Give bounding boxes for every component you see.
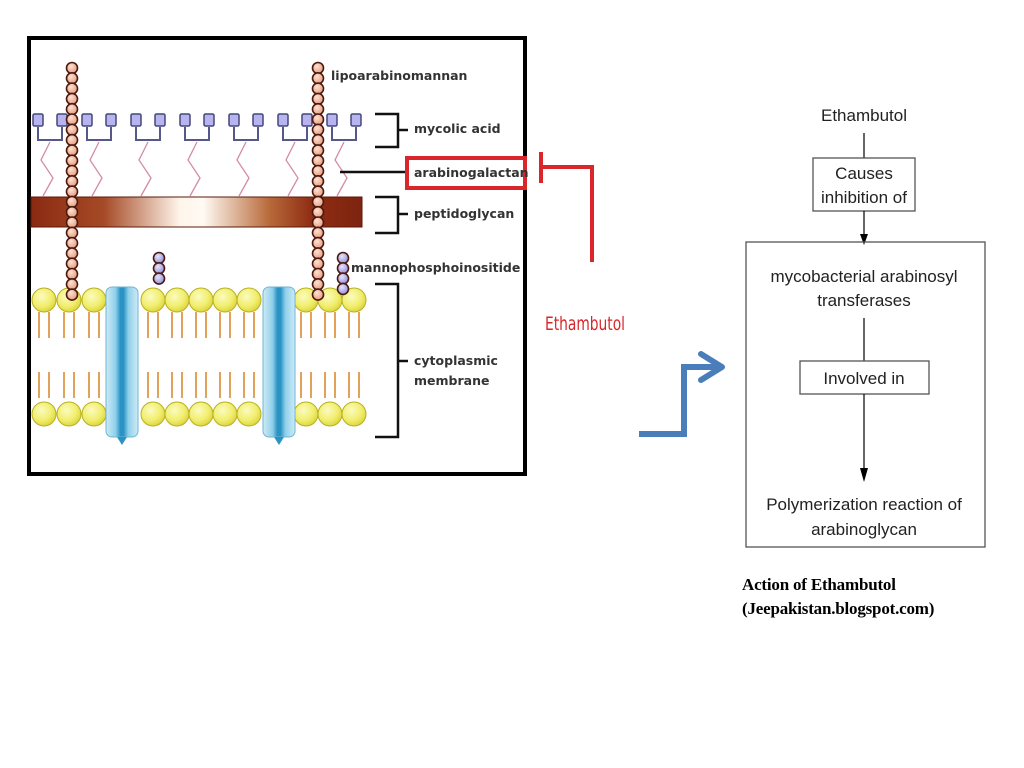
lipid-head [81, 287, 107, 313]
label-lipoarabinomannan: lipoarabinomannan [331, 68, 467, 83]
lipid-head [212, 401, 238, 427]
flow-target-line1: mycobacterial arabinosyl [770, 267, 957, 286]
inhibition-line [541, 165, 594, 262]
arabinogalactan-chain [334, 141, 348, 197]
mycolic-acid-unit [32, 113, 68, 141]
cell-wall-diagram: lipoarabinomannan mycolic acid arabinoga… [27, 36, 529, 476]
lipid-head [188, 401, 214, 427]
arabinogalactan-layer [40, 141, 348, 197]
membrane-protein-channel [262, 286, 296, 445]
lipoarabinomannan-chain [65, 61, 79, 301]
flow-involved-in: Involved in [823, 369, 904, 388]
arabinogalactan-chain [138, 141, 152, 197]
label-brackets [340, 112, 408, 439]
lipid-head [236, 287, 262, 313]
flow-causes-line2: inhibition of [821, 188, 907, 207]
lipid-head [341, 401, 367, 427]
peptidoglycan-layer [30, 196, 363, 228]
label-membrane: membrane [414, 373, 489, 388]
flow-box-causes-inhibition [812, 157, 916, 212]
mycolic-acid-unit [81, 113, 117, 141]
arrowhead-icon [860, 468, 868, 482]
lipid-head [164, 401, 190, 427]
label-peptidoglycan: peptidoglycan [414, 206, 514, 221]
lipid-head [188, 287, 214, 313]
lipoarabinomannan-chains [65, 61, 350, 301]
flow-start-ethambutol: Ethambutol [821, 106, 907, 125]
mechanism-flowchart: Ethambutol Causes inhibition of mycobact… [745, 106, 986, 548]
label-cytoplasmic: cytoplasmic [414, 353, 498, 368]
mycolic-acid-unit [228, 113, 264, 141]
mannophosphoinositide-chain [336, 251, 350, 296]
mycolic-acid-unit [179, 113, 215, 141]
lipid-head [81, 401, 107, 427]
arabinogalactan-chain [89, 141, 103, 197]
arabinogalactan-chain [187, 141, 201, 197]
caption-source: (Jeepakistan.blogspot.com) [742, 599, 935, 618]
lipid-head [140, 287, 166, 313]
lipid-head [212, 287, 238, 313]
flow-causes-line1: Causes [835, 164, 893, 183]
arrowhead-icon [860, 234, 868, 245]
mycolic-acid-unit [326, 113, 362, 141]
mycolic-acid-layer [32, 113, 362, 141]
arabinogalactan-highlight-box [405, 156, 527, 190]
lipid-head [317, 401, 343, 427]
arabinogalactan-chain [285, 141, 299, 197]
lipoarabinomannan-chain [311, 61, 325, 301]
lipid-head [31, 287, 57, 313]
label-mannophosphoinositide: mannophosphoinositide [351, 260, 520, 275]
caption-title: Action of Ethambutol [742, 575, 896, 594]
blue-elbow-arrow [639, 351, 725, 437]
flow-result-line2: arabinoglycan [811, 520, 917, 539]
arabinogalactan-chain [40, 141, 54, 197]
mannophosphoinositide-chain [152, 251, 166, 285]
mycolic-acid-unit [130, 113, 166, 141]
lipid-head [341, 287, 367, 313]
membrane-protein-channel [105, 286, 139, 445]
flow-result-line1: Polymerization reaction of [766, 495, 962, 514]
label-arabinogalactan: arabinogalactan [414, 165, 529, 180]
lipid-head [164, 287, 190, 313]
figure-caption: Action of Ethambutol (Jeepakistan.blogsp… [742, 573, 934, 621]
flow-box-outer [745, 241, 986, 548]
lipid-head [236, 401, 262, 427]
lipid-head [31, 401, 57, 427]
lipid-head [56, 401, 82, 427]
lipid-head [140, 401, 166, 427]
lipid-head [293, 401, 319, 427]
arabinogalactan-chain [236, 141, 250, 197]
ethambutol-red-label: Ethambutol [545, 313, 625, 335]
ethambutol-inhibition-marker: Ethambutol [539, 152, 625, 335]
label-mycolic-acid: mycolic acid [414, 121, 501, 136]
mycolic-acid-unit [277, 113, 313, 141]
flow-target-line2: transferases [817, 291, 911, 310]
